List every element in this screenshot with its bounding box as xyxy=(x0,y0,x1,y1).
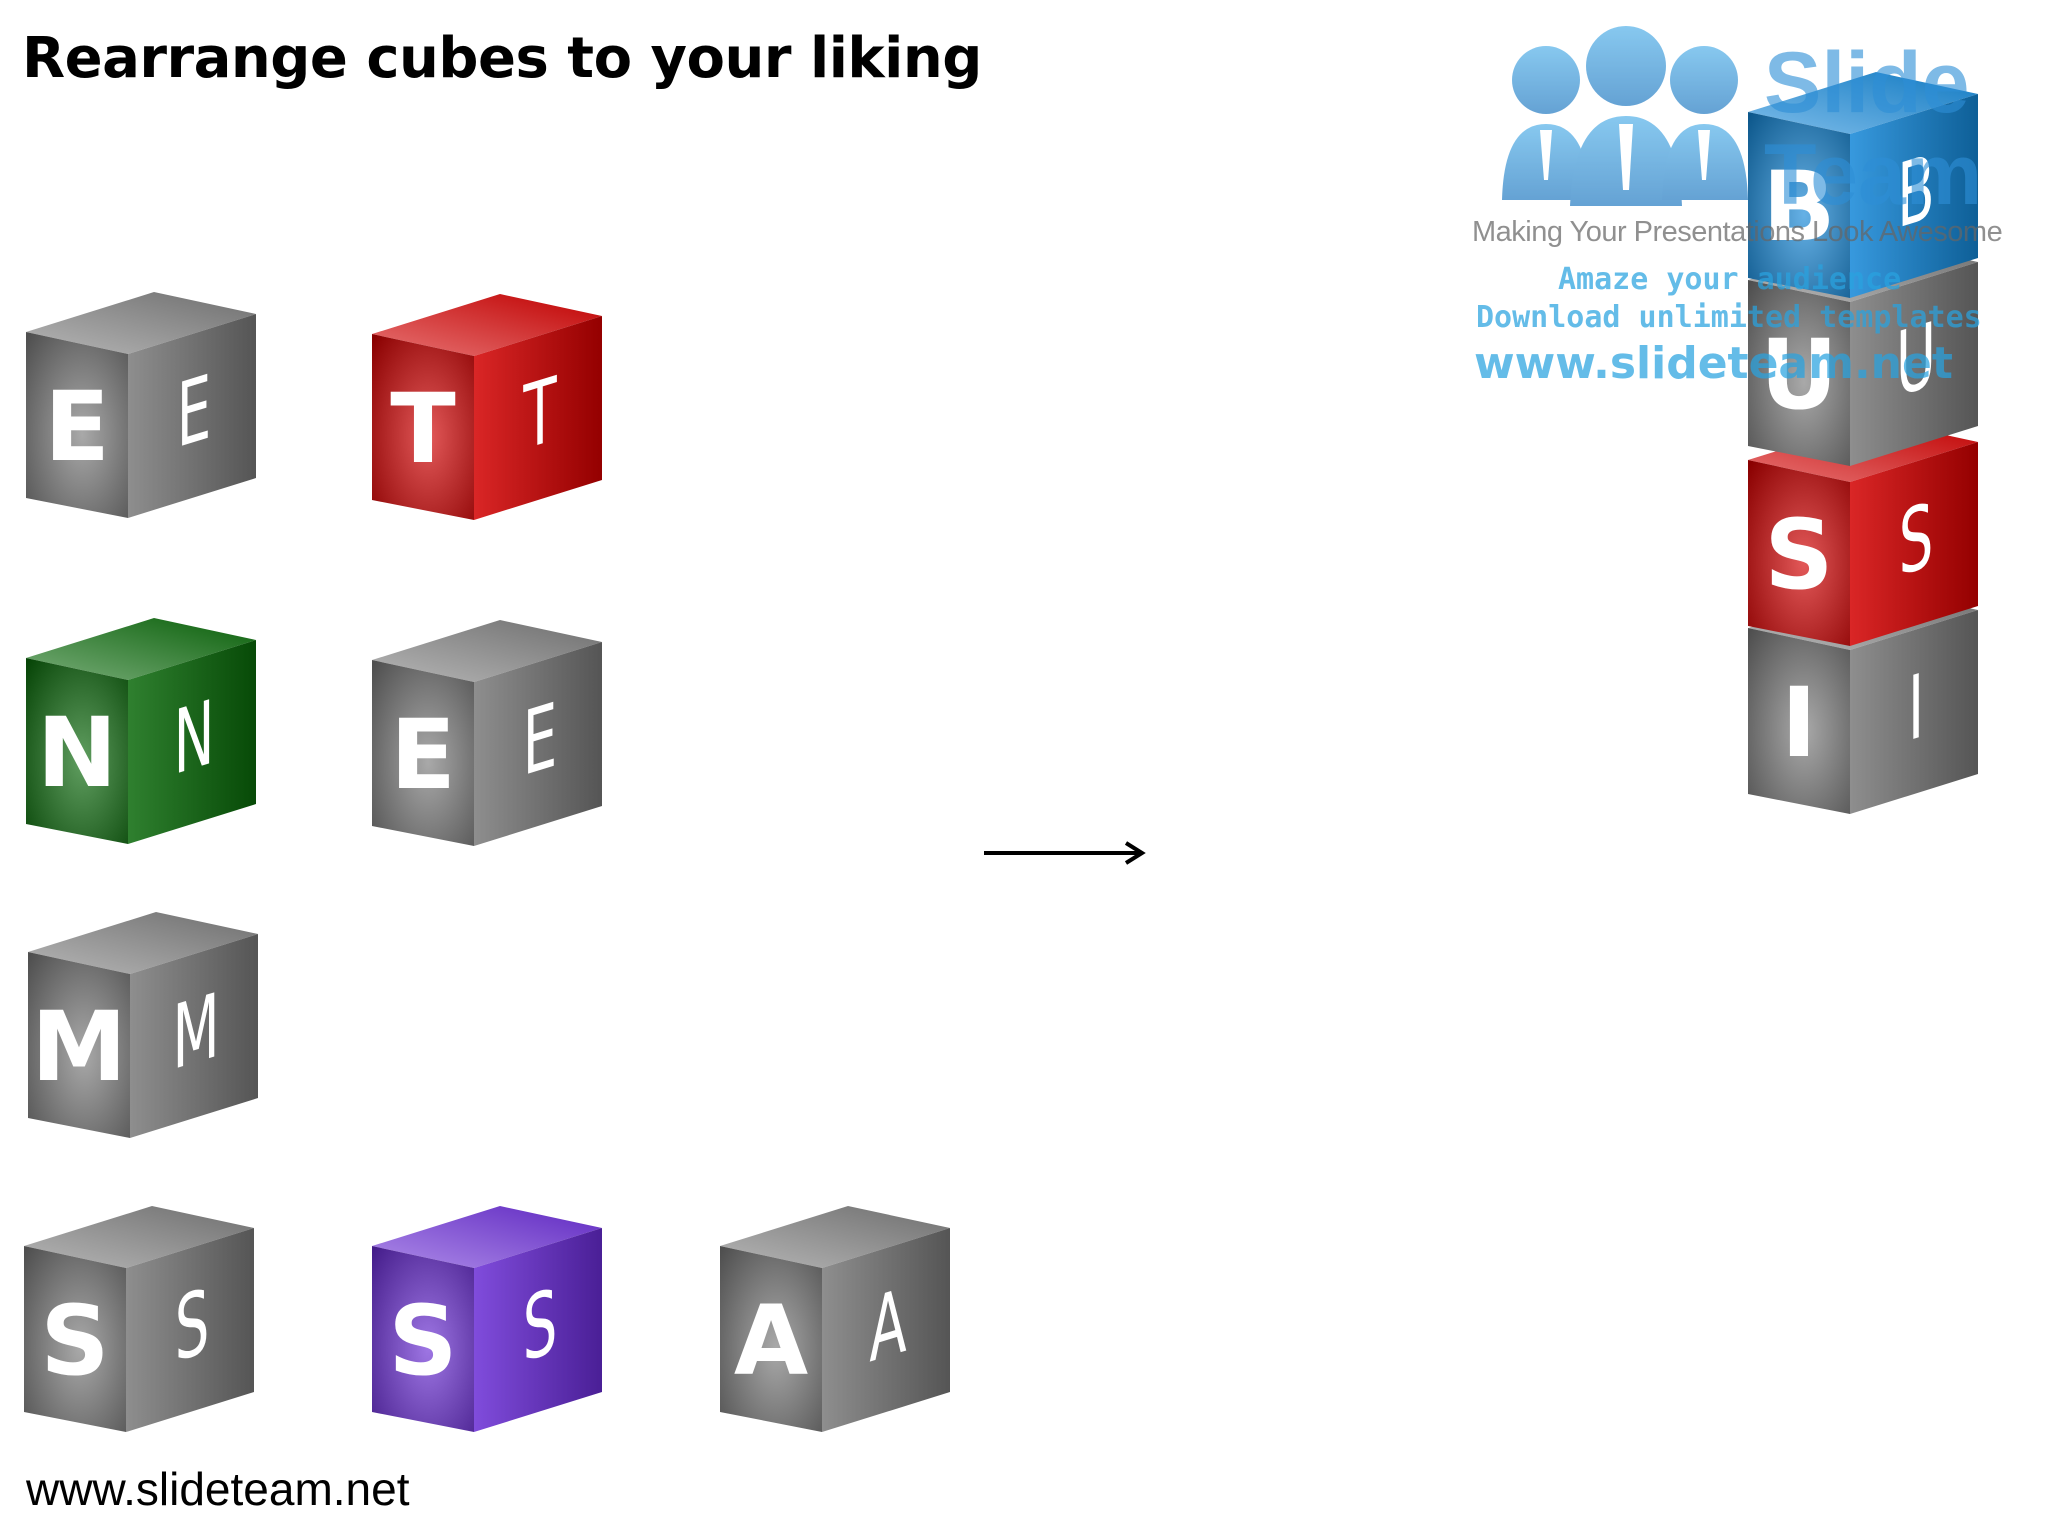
cube-front-face xyxy=(28,952,130,1138)
slide-title: Rearrange cubes to your liking xyxy=(22,26,982,91)
right-arrow-icon xyxy=(984,841,1146,865)
cube-side-face xyxy=(130,934,258,1138)
cube-top-face xyxy=(28,912,258,974)
cube-side-face xyxy=(1850,442,1978,646)
cube-front-letter: T xyxy=(390,373,455,485)
cube-side-letter: T xyxy=(523,358,558,471)
cube-front-letter: U xyxy=(1760,319,1838,431)
cube-side-letter: E xyxy=(523,684,557,797)
cube-front-face xyxy=(372,660,474,846)
cube-side-letter: U xyxy=(1896,303,1936,417)
cube-front-letter: B xyxy=(1762,151,1835,263)
cube-front-letter: E xyxy=(44,371,110,483)
cube-front-face xyxy=(26,332,128,518)
cube-front-letter: N xyxy=(37,697,117,809)
cube-side-face xyxy=(1850,94,1978,298)
cube-front-face xyxy=(1748,628,1850,814)
cube-top-face xyxy=(720,1206,950,1268)
cube-side-letter: B xyxy=(1897,136,1934,249)
cube-front-letter: I xyxy=(1781,667,1817,779)
cube-front-letter: S xyxy=(1764,499,1833,611)
cube-front-letter: A xyxy=(734,1285,808,1397)
cube-side-letter: S xyxy=(175,1270,210,1383)
cube-side-letter: N xyxy=(174,681,215,796)
cube-top-face xyxy=(372,620,602,682)
cube-side-letter: S xyxy=(1899,484,1934,597)
cube-front-face xyxy=(1748,280,1850,466)
cube-side-letter: A xyxy=(869,1270,907,1384)
cube-front-face xyxy=(372,1246,474,1432)
cube-side-face xyxy=(128,640,256,844)
cube-top-face xyxy=(1748,72,1978,134)
cube-front-face xyxy=(24,1246,126,1432)
cube-front-letter: M xyxy=(31,991,127,1103)
cube-front-face xyxy=(372,334,474,520)
cube-front-letter: S xyxy=(40,1285,109,1397)
cube-top-face xyxy=(372,1206,602,1268)
cube-side-letter: I xyxy=(1908,655,1924,762)
people-icon xyxy=(1502,26,1748,206)
cube-front-face xyxy=(720,1246,822,1432)
cube-front-face xyxy=(1748,112,1850,298)
cube-front-face xyxy=(26,658,128,844)
cube-front-face xyxy=(1748,460,1850,646)
cube-side-face xyxy=(474,1228,602,1432)
cube-side-letter: M xyxy=(172,974,219,1090)
cube-front-letter: E xyxy=(390,699,456,811)
footer-url: www.slideteam.net xyxy=(26,1463,410,1515)
cube-top-face xyxy=(26,292,256,354)
cube-side-face xyxy=(128,314,256,518)
cube-side-face xyxy=(1850,262,1978,466)
cube-side-face xyxy=(822,1228,950,1432)
cube-side-face xyxy=(474,642,602,846)
cube-side-face xyxy=(474,316,602,520)
cube-top-face xyxy=(372,294,602,356)
cube-front-letter: S xyxy=(388,1285,457,1397)
cube-top-face xyxy=(24,1206,254,1268)
cube-side-face xyxy=(126,1228,254,1432)
cube-side-letter: S xyxy=(523,1270,558,1383)
cube-side-face xyxy=(1850,610,1978,814)
cube-side-letter: E xyxy=(177,356,211,469)
cube-top-face xyxy=(26,618,256,680)
